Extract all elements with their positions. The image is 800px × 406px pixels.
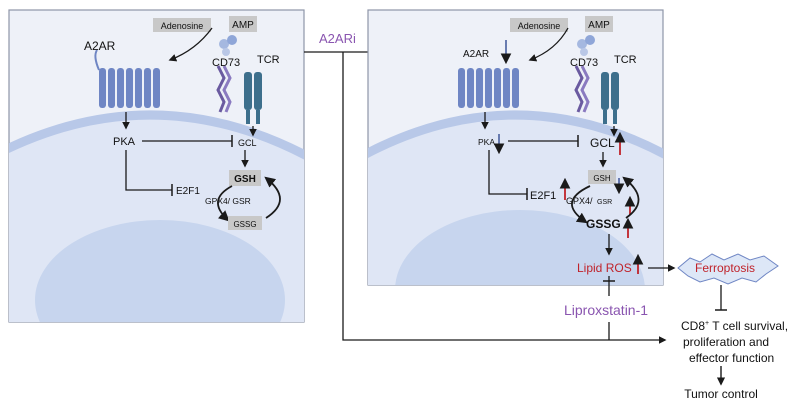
left-tcr-label: TCR [257,54,280,66]
liproxstatin-label: Liproxstatin-1 [564,302,648,318]
left-gssg-to-gsh-arrow [264,176,281,219]
right-e2f1-label: E2F1 [530,190,556,202]
left-gssg-box [228,216,262,230]
right-cd73-enzyme [574,35,595,113]
right-cell-membrane [368,110,663,159]
left-cd73-enzyme [216,35,237,113]
right-adenosine-to-a2ar-arrow [528,27,569,62]
lipid-ros-label: Lipid ROS [577,261,632,275]
right-gsh-label: GSH [593,174,611,183]
a2ari-label: A2ARi [319,31,356,46]
right-gcl-label: GCL [590,136,615,150]
right-a2ar-receptor [458,68,519,108]
right-gpx4-label: GPX4/ [566,196,593,206]
left-cd73-label: CD73 [212,57,240,69]
right-tcr-label: TCR [614,54,637,66]
left-e2f1-label: E2F1 [176,186,200,197]
right-panel: A2AR Adenosine AMP CD73 TCR PKA [367,9,664,286]
right-gssg-to-gsh-arrow [622,176,640,219]
left-a2ar-label: A2AR [84,39,116,53]
right-gsh-to-gssg-arrow [571,185,591,224]
left-gsh-label: GSH [234,174,256,185]
right-pka-label: PKA [478,137,495,147]
right-gssg-label: GSSG [586,217,621,231]
left-gcl-label: GCL [238,138,257,148]
left-adenosine-label: Adenosine [161,21,204,31]
right-nucleus [395,210,645,285]
outcome-line1: CD8+ T cell survival, [681,319,788,333]
right-amp-box [585,16,613,32]
right-a2ar-label: A2AR [463,49,489,60]
left-pka-inhibits-e2f1 [125,150,172,191]
left-nucleus [35,220,285,322]
outcome-line3: effector function [689,351,774,365]
right-adenosine-box [510,18,568,32]
right-cd73-label: CD73 [570,57,598,69]
outcome-line2: proliferation and [683,335,769,349]
right-amp-label: AMP [588,20,610,31]
ferroptosis-burst [677,253,779,285]
left-panel: A2AR Adenosine AMP CD73 TCR PKA E2F [8,9,305,323]
left-gpx4-gsr-label: GPX4/ GSR [205,196,251,206]
left-gsh-to-gssg-arrow [217,185,233,222]
left-a2ar-receptor [94,49,160,108]
left-pka-label: PKA [113,136,136,148]
left-adenosine-box [153,18,211,32]
left-cell-membrane [9,110,304,160]
tumor-control-label: Tumor control [684,387,758,401]
left-adenosine-to-a2ar-arrow [168,27,213,62]
right-adenosine-label: Adenosine [518,21,561,31]
left-gsh-box [229,170,261,186]
right-gsh-box [588,170,616,184]
left-tcr [244,72,262,124]
right-pka-inhibits-e2f1 [488,150,527,195]
right-tcr [601,72,619,124]
ferroptosis-label: Ferroptosis [695,261,755,275]
left-amp-box [229,16,257,32]
right-gsr-label: GSR [597,199,612,206]
left-amp-label: AMP [232,20,254,31]
left-gssg-label: GSSG [233,220,256,229]
a2ari-to-outcome-arrow [342,52,667,344]
